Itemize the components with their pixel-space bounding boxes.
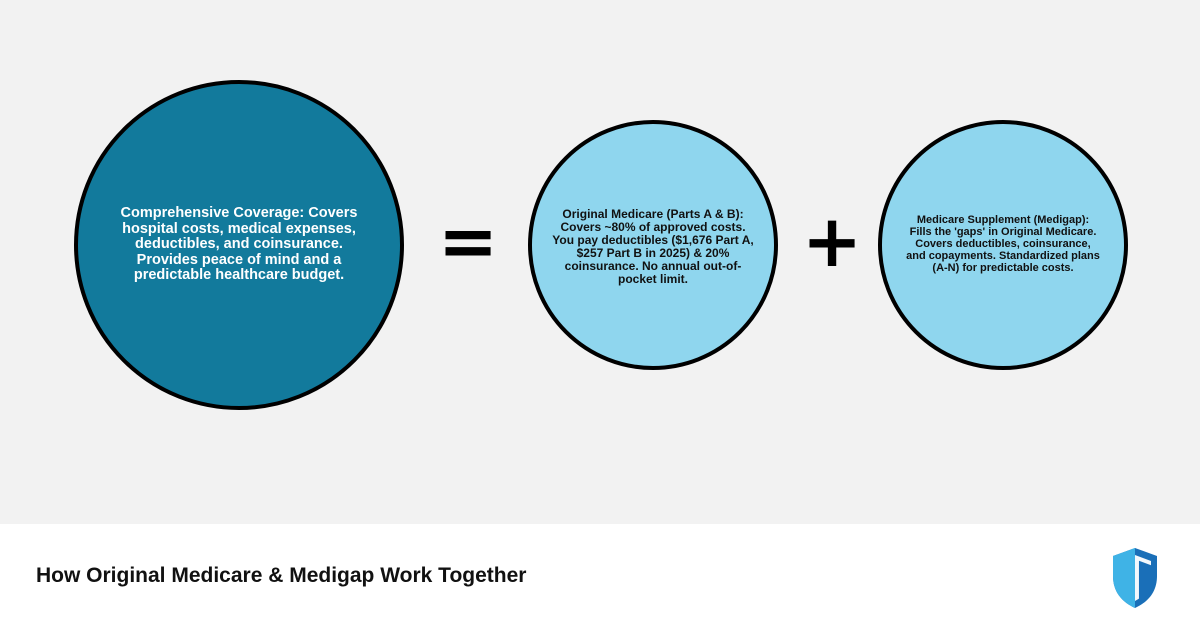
comprehensive-coverage-text: Comprehensive Coverage: Covers hospital … bbox=[120, 204, 358, 284]
comprehensive-coverage-circle: Comprehensive Coverage: Covers hospital … bbox=[74, 80, 404, 410]
medigap-text: Medicare Supplement (Medigap): Fills the… bbox=[906, 214, 1100, 274]
plus-symbol: + bbox=[801, 199, 863, 283]
original-medicare-circle: Original Medicare (Parts A & B): Covers … bbox=[528, 120, 778, 370]
medigap-circle: Medicare Supplement (Medigap): Fills the… bbox=[878, 120, 1128, 370]
shield-icon bbox=[1113, 548, 1157, 608]
equals-symbol: = bbox=[437, 199, 499, 283]
original-medicare-text: Original Medicare (Parts A & B): Covers … bbox=[552, 207, 754, 286]
page-title: How Original Medicare & Medigap Work Tog… bbox=[36, 564, 527, 587]
footer: How Original Medicare & Medigap Work Tog… bbox=[0, 524, 1200, 630]
diagram-area: Comprehensive Coverage: Covers hospital … bbox=[0, 0, 1200, 524]
